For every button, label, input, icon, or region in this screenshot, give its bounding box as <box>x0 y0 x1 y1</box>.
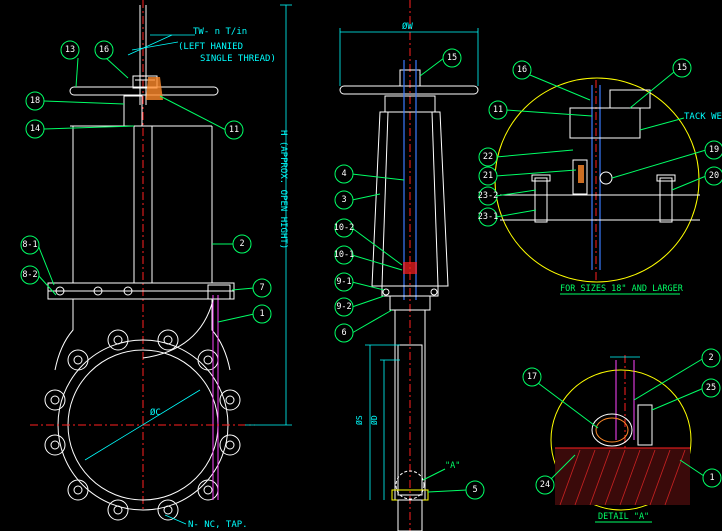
balloon-8-1: 8-1 <box>22 240 37 250</box>
balloon-14: 14 <box>30 124 40 134</box>
balloons: 13 16 18 14 11 8-1 8-2 2 7 1 15 4 3 10-2… <box>20 40 722 500</box>
balloon-10-2: 10-2 <box>334 223 354 233</box>
thread-note-line2: (LEFT HANIED <box>178 42 243 52</box>
thread-note-line3: SINGLE THREAD) <box>200 54 276 64</box>
balloon-17: 17 <box>527 372 537 382</box>
thread-note: TW- n T/in (LEFT HANIED SINGLE THREAD) <box>127 27 276 64</box>
dim-s-label: ØS <box>354 415 364 425</box>
balloon-d11: 11 <box>493 105 503 115</box>
sizes-note: FOR SIZES 18" AND LARGER <box>560 284 684 294</box>
width-label: ØW <box>402 21 413 32</box>
balloon-5: 5 <box>472 485 477 495</box>
balloon-16: 16 <box>99 45 109 55</box>
balloon-d2: 2 <box>708 353 713 363</box>
balloon-25: 25 <box>706 383 716 393</box>
balloon-23-1: 23-1 <box>478 212 498 222</box>
thread-note-line1: TW- n T/in <box>193 27 247 37</box>
balloon-3: 3 <box>341 195 346 205</box>
balloon-13: 13 <box>65 45 75 55</box>
balloon-19: 19 <box>709 145 719 155</box>
front-view: ØC <box>30 0 255 521</box>
dim-c-label: ØC <box>150 407 161 418</box>
balloon-11: 11 <box>229 125 239 135</box>
balloon-d16: 16 <box>517 65 527 75</box>
flange-lugs <box>44 329 241 521</box>
balloon-18: 18 <box>30 96 40 106</box>
balloon-15: 15 <box>447 53 457 63</box>
balloon-d15: 15 <box>677 63 687 73</box>
detail-a-ref: "A" <box>445 461 460 471</box>
side-view: ØW ØS ØD "A" <box>339 0 479 531</box>
dim-d-label: ØD <box>369 415 379 425</box>
balloon-2: 2 <box>239 239 244 249</box>
balloon-22: 22 <box>483 152 493 162</box>
balloon-9-2: 9-2 <box>336 302 351 312</box>
detail-bottom: DETAIL "A" <box>550 355 692 523</box>
balloon-10-1: 10-1 <box>334 250 354 260</box>
height-label: H (APPROX. OPEN HIGHT) <box>278 130 288 249</box>
balloon-20: 20 <box>709 171 719 181</box>
balloon-4: 4 <box>341 169 346 179</box>
balloon-1: 1 <box>259 309 264 319</box>
detail-a-title: DETAIL "A" <box>598 512 649 522</box>
tack-weld-note: TACK WE <box>684 112 722 122</box>
balloon-21: 21 <box>483 171 493 181</box>
balloon-23-2: 23-2 <box>478 191 498 201</box>
balloon-7: 7 <box>259 283 264 293</box>
tap-note: N- NC, TAP. <box>188 520 248 530</box>
balloon-9-1: 9-1 <box>336 277 351 287</box>
balloon-8-2: 8-2 <box>22 270 37 280</box>
detail-top: TACK WE FOR SIZES 18" AND LARGER <box>494 77 722 295</box>
balloon-6: 6 <box>341 328 346 338</box>
height-dimension: H (APPROX. OPEN HIGHT) <box>245 4 292 426</box>
balloon-24: 24 <box>540 480 550 490</box>
balloon-d1: 1 <box>709 473 714 483</box>
